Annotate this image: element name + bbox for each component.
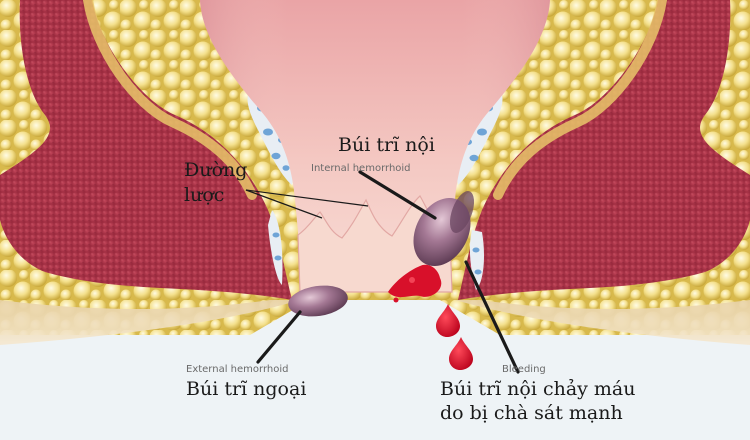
external-hemorrhoid-label-en: External hemorrhoid bbox=[186, 364, 289, 375]
skin-left bbox=[0, 300, 300, 345]
internal-hemorrhoid-label: Búi trĩ nội bbox=[338, 134, 435, 156]
leader-bleeding bbox=[464, 260, 520, 374]
blood-drop-1 bbox=[436, 304, 460, 337]
sphincter-muscle-left bbox=[0, 0, 292, 300]
leader-dentate-1 bbox=[245, 189, 323, 219]
internal-hemorrhoid-lobe bbox=[449, 191, 475, 233]
bleeding-label: Búi trĩ nội chảy máu bbox=[440, 378, 636, 400]
dentate-line-papillae bbox=[297, 195, 453, 293]
bleeding-label-2: do bị chà sát mạnh bbox=[440, 402, 623, 424]
dentate-line-label: Đường bbox=[184, 159, 248, 181]
leader-external bbox=[256, 310, 302, 364]
leader-dentate-2 bbox=[245, 189, 369, 207]
blood-drop-2 bbox=[449, 337, 473, 370]
leader-lines bbox=[245, 170, 520, 374]
internal-hemorrhoid-label-en: Internal hemorrhoid bbox=[311, 163, 411, 174]
skin-right bbox=[455, 300, 750, 345]
mucosa-shading bbox=[200, 0, 550, 292]
bleeding-label-en: Bleeding bbox=[502, 364, 546, 375]
fat-streak-left bbox=[83, 0, 257, 200]
fat-streak-right bbox=[493, 0, 667, 200]
external-hemorrhoid-label: Búi trĩ ngoại bbox=[186, 378, 307, 400]
leader-internal bbox=[358, 170, 437, 220]
dentate-line-label-2: lược bbox=[184, 184, 225, 206]
sphincter-muscle-right bbox=[458, 0, 750, 300]
external-hemorrhoid-shape bbox=[288, 285, 348, 317]
